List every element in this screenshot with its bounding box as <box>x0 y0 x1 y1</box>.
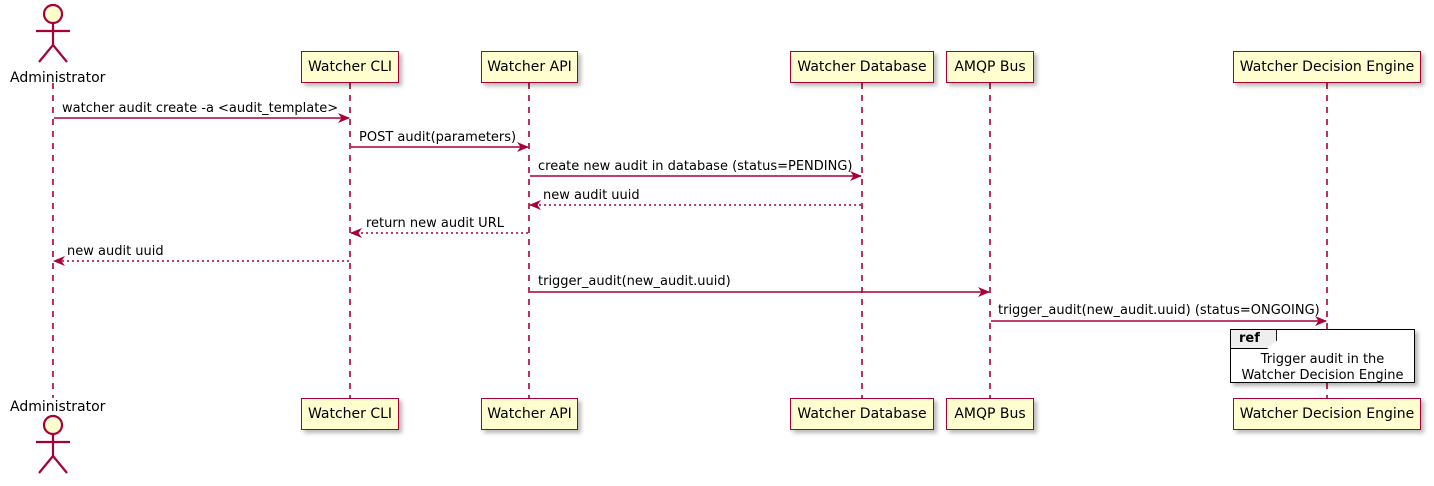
participant-label: Watcher API <box>487 406 572 422</box>
message-arrows <box>53 113 1327 326</box>
message-label-1: watcher audit create -a <audit_template> <box>62 101 339 116</box>
participant-api-top: Watcher API <box>481 51 578 83</box>
actor-icon-top <box>36 3 70 63</box>
participant-api-bottom: Watcher API <box>481 398 578 430</box>
participant-label: AMQP Bus <box>954 59 1026 75</box>
participant-cli-top: Watcher CLI <box>301 51 399 83</box>
participant-wde-bottom: Watcher Decision Engine <box>1233 398 1421 430</box>
actor-figures <box>36 3 70 474</box>
participant-label: Watcher Decision Engine <box>1239 406 1415 422</box>
participant-label: Watcher API <box>487 59 572 75</box>
message-label-7: trigger_audit(new_audit.uuid) <box>538 274 731 289</box>
actor-icon-bottom <box>36 414 70 474</box>
message-label-3: create new audit in database (status=PEN… <box>538 159 853 174</box>
participant-label: AMQP Bus <box>954 406 1026 422</box>
actor-label-administrator-top: Administrator <box>10 70 106 86</box>
message-label-6: new audit uuid <box>67 244 164 259</box>
participant-label: Watcher Decision Engine <box>1239 59 1415 75</box>
participant-db-top: Watcher Database <box>790 51 934 83</box>
participant-label: Watcher Database <box>797 406 927 422</box>
ref-fragment-tab: ref <box>1231 330 1277 350</box>
message-label-4: new audit uuid <box>543 188 640 203</box>
participant-label: Watcher CLI <box>307 406 393 422</box>
participant-label: Watcher CLI <box>307 59 393 75</box>
participant-amqp-bottom: AMQP Bus <box>946 398 1034 430</box>
ref-fragment-line-1: Trigger audit in the <box>1260 352 1385 367</box>
participant-amqp-top: AMQP Bus <box>946 51 1034 83</box>
message-label-5: return new audit URL <box>366 216 504 231</box>
participant-label: Watcher Database <box>797 59 927 75</box>
participant-wde-top: Watcher Decision Engine <box>1233 51 1421 83</box>
actor-label-administrator-bottom: Administrator <box>10 399 106 415</box>
message-label-2: POST audit(parameters) <box>359 130 517 145</box>
ref-fragment-line-2: Watcher Decision Engine <box>1241 368 1404 384</box>
participant-cli-bottom: Watcher CLI <box>301 398 399 430</box>
participant-db-bottom: Watcher Database <box>790 398 934 430</box>
message-label-8: trigger_audit(new_audit.uuid) (status=ON… <box>998 303 1320 318</box>
lifelines <box>52 83 1328 398</box>
